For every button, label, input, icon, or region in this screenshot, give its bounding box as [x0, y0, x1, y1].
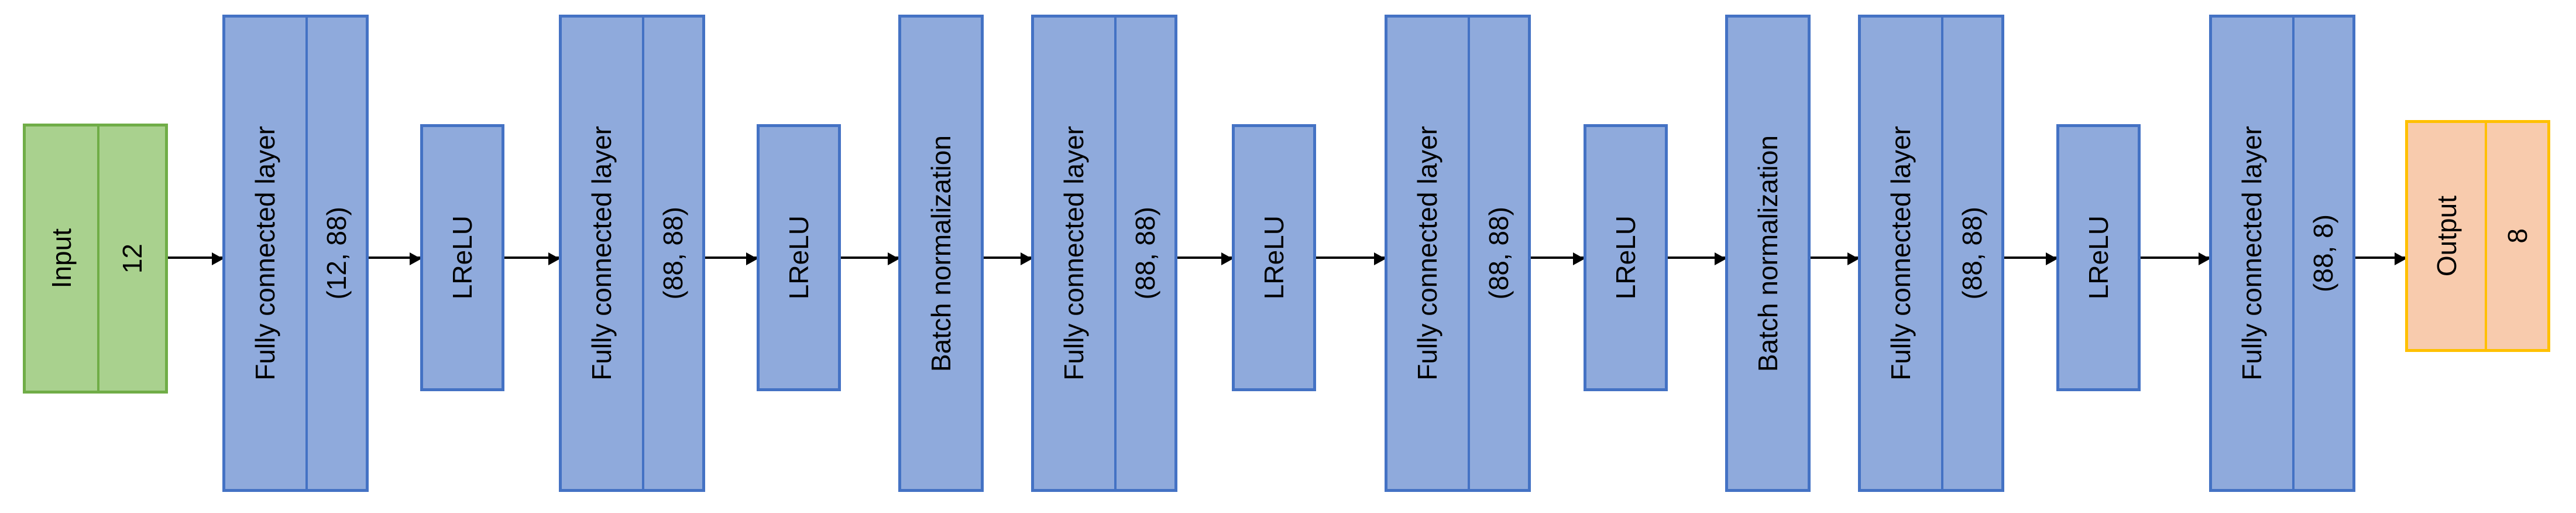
block-shape-cell: (12, 88)	[305, 18, 366, 489]
block-name-cell: Fully connected layer	[225, 18, 305, 489]
block-name-cell: Fully connected layer	[562, 18, 642, 489]
connector-arrow-10	[1668, 252, 1726, 265]
block-name-cell: LReLU	[2059, 127, 2138, 388]
block-name-cell: LReLU	[423, 127, 502, 388]
block-shape-cell: (88, 88)	[1114, 18, 1174, 489]
block-shape-cell: 8	[2485, 123, 2547, 349]
block-name-label: Fully connected layer	[250, 126, 281, 381]
block-name-label: Output	[2431, 195, 2462, 277]
block-name-label: Input	[46, 228, 77, 289]
block-fc-4: Fully connected layer (88, 88)	[559, 15, 705, 492]
block-name-label: Fully connected layer	[1412, 126, 1443, 381]
block-name-label: LReLU	[2083, 216, 2114, 300]
block-name-cell: LReLU	[760, 127, 838, 388]
block-name-cell: LReLU	[1586, 127, 1665, 388]
block-name-cell: Fully connected layer	[2212, 18, 2292, 489]
block-shape-cell: (88, 88)	[641, 18, 702, 489]
connector-arrow-14	[2355, 252, 2406, 265]
connector-arrow-11	[1811, 252, 1859, 265]
connector-arrow-7	[1177, 252, 1233, 265]
block-shape-label: (88, 88)	[1957, 207, 1988, 300]
block-name-label: LReLU	[447, 216, 478, 300]
block-shape-label: 8	[2502, 228, 2533, 244]
block-shape-label: 12	[116, 243, 147, 274]
block-name-label: LReLU	[1610, 216, 1641, 300]
block-output-15: Output 8	[2405, 120, 2550, 352]
block-shape-label: (88, 88)	[658, 207, 689, 300]
connector-arrow-4	[705, 252, 758, 265]
block-lrelu-10: LReLU	[1584, 124, 1668, 391]
block-name-cell: Batch normalization	[901, 18, 981, 489]
block-shape-label: (88, 8)	[2308, 214, 2339, 292]
block-shape-cell: (88, 88)	[1467, 18, 1528, 489]
block-name-cell: Fully connected layer	[1387, 18, 1468, 489]
connector-arrow-9	[1531, 252, 1585, 265]
block-name-label: LReLU	[1259, 216, 1289, 300]
block-name-cell: Batch normalization	[1728, 18, 1808, 489]
connector-arrow-5	[841, 252, 899, 265]
block-shape-cell: 12	[97, 126, 165, 391]
block-fc-2: Fully connected layer (12, 88)	[222, 15, 369, 492]
connector-arrow-6	[984, 252, 1032, 265]
block-shape-label: (12, 88)	[321, 207, 352, 300]
connector-arrow-3	[504, 252, 560, 265]
block-fc-12: Fully connected layer (88, 88)	[1858, 15, 2004, 492]
block-name-label: Fully connected layer	[1059, 126, 1090, 381]
block-shape-label: (88, 88)	[1483, 207, 1514, 300]
connector-arrow-13	[2141, 252, 2210, 265]
block-lrelu-13: LReLU	[2056, 124, 2141, 391]
block-name-label: LReLU	[784, 216, 814, 300]
connector-arrow-2	[369, 252, 421, 265]
block-name-label: Fully connected layer	[1885, 126, 1916, 381]
connector-arrow-1	[168, 252, 224, 265]
block-shape-cell: (88, 88)	[1940, 18, 2001, 489]
block-batchnorm-6: Batch normalization	[898, 15, 984, 492]
block-name-label: Batch normalization	[926, 135, 956, 372]
block-name-cell: LReLU	[1235, 127, 1313, 388]
block-lrelu-5: LReLU	[757, 124, 841, 391]
block-name-cell: Fully connected layer	[1034, 18, 1114, 489]
block-batchnorm-11: Batch normalization	[1725, 15, 1811, 492]
block-fc-9: Fully connected layer (88, 88)	[1385, 15, 1531, 492]
block-shape-label: (88, 88)	[1130, 207, 1161, 300]
block-name-label: Fully connected layer	[2237, 126, 2268, 381]
block-name-label: Fully connected layer	[586, 126, 617, 381]
connector-arrow-8	[1316, 252, 1386, 265]
block-input-1: Input 12	[23, 124, 168, 394]
block-fc-7: Fully connected layer (88, 88)	[1031, 15, 1177, 492]
block-fc-14: Fully connected layer (88, 8)	[2209, 15, 2355, 492]
block-name-label: Batch normalization	[1753, 135, 1783, 372]
block-name-cell: Fully connected layer	[1861, 18, 1941, 489]
block-lrelu-3: LReLU	[420, 124, 504, 391]
block-lrelu-8: LReLU	[1232, 124, 1316, 391]
block-name-cell: Output	[2408, 123, 2485, 349]
block-shape-cell: (88, 8)	[2292, 18, 2352, 489]
block-name-cell: Input	[26, 126, 97, 391]
connector-arrow-12	[2004, 252, 2058, 265]
